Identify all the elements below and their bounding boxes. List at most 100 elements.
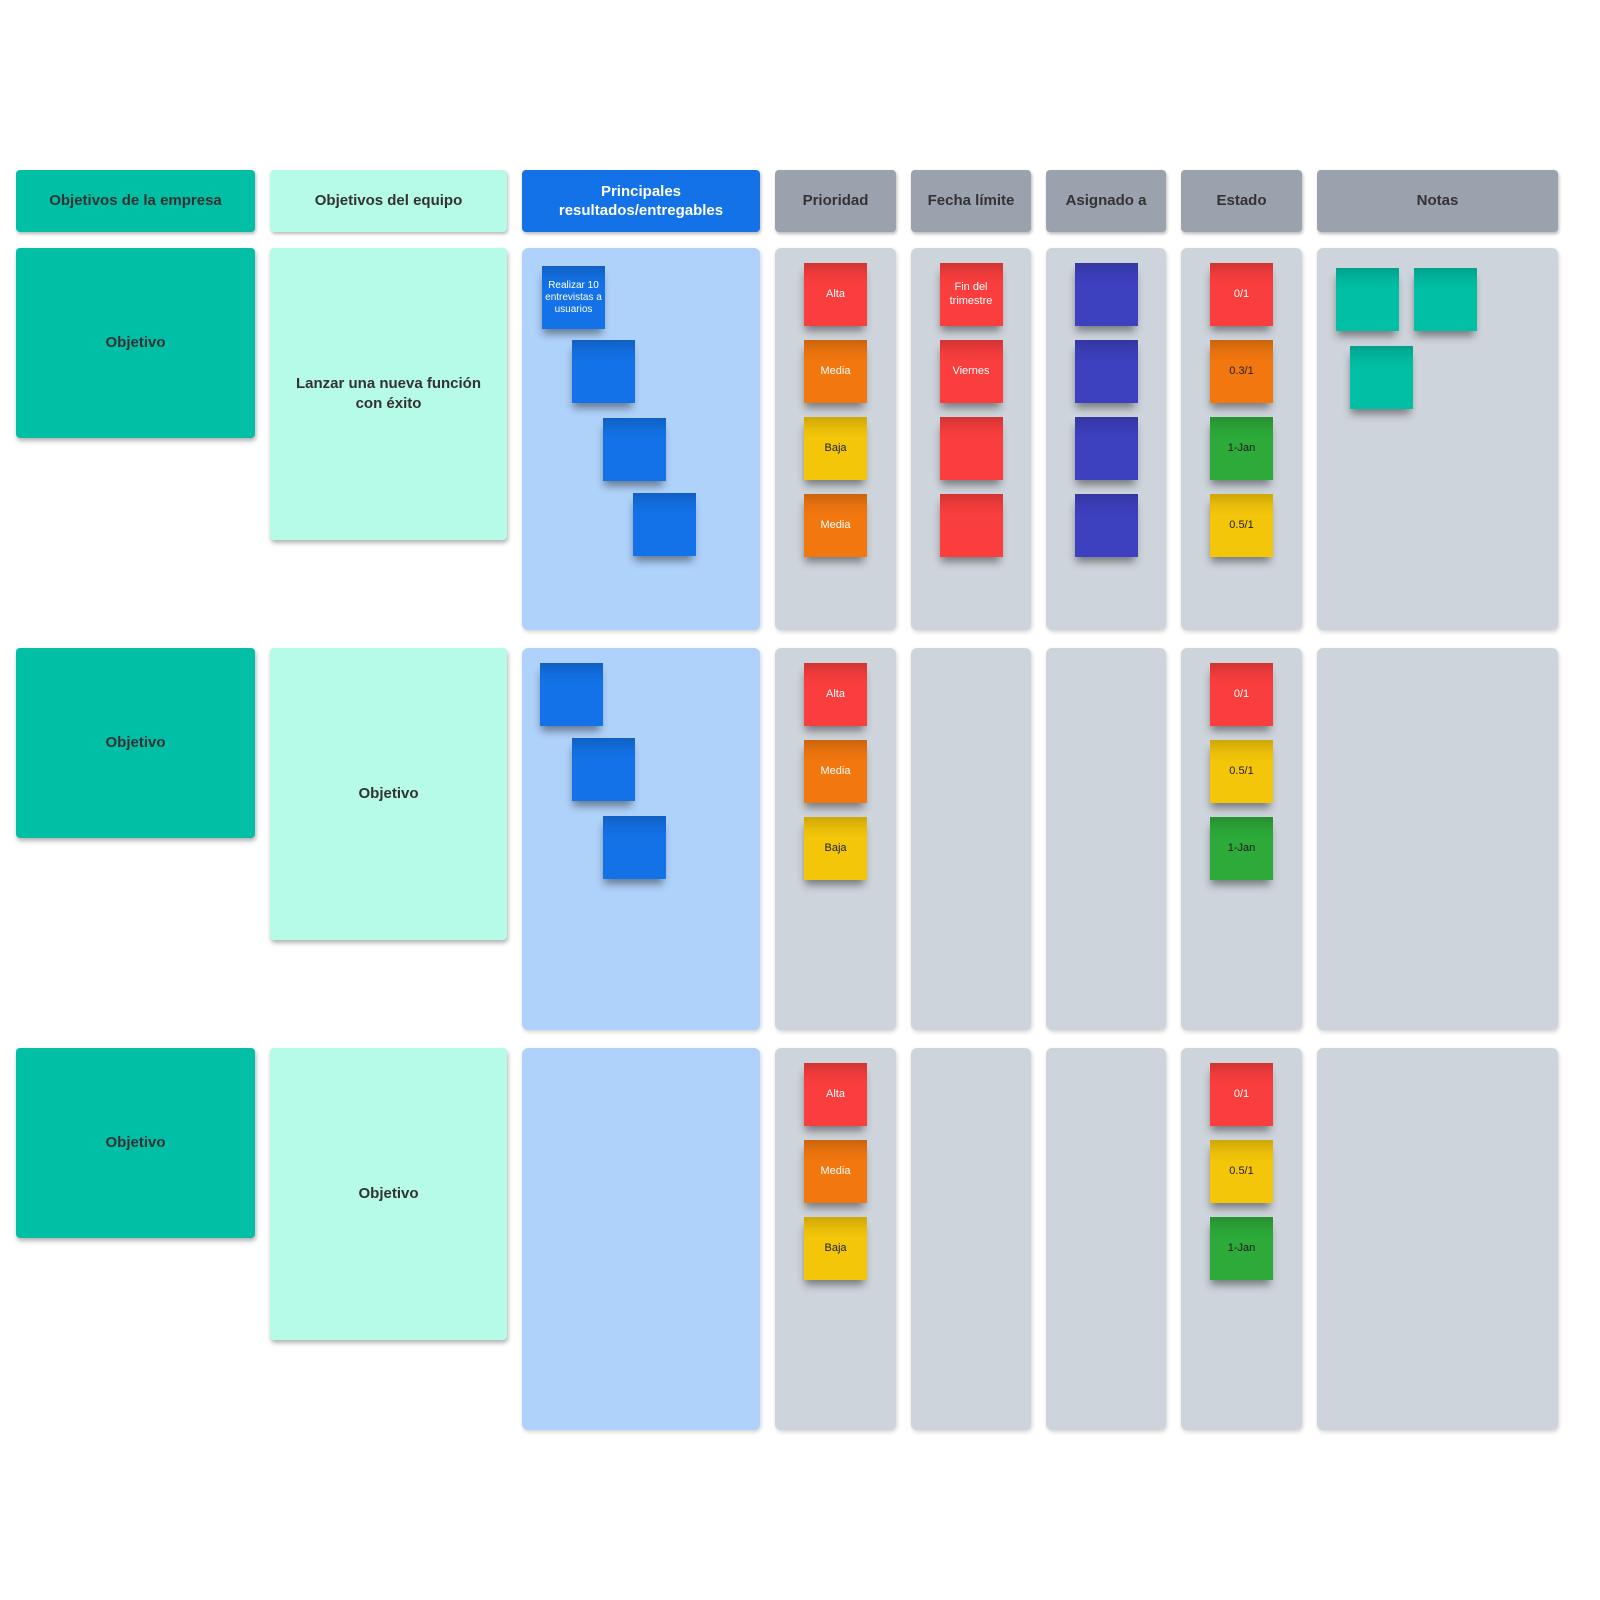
priority-note-text: Media xyxy=(820,1164,851,1177)
result-sticky-note[interactable] xyxy=(572,340,635,403)
board-row-3: Objetivo Objetivo Alta Media Baja 0/1 0.… xyxy=(16,1048,1600,1430)
status-container-row1[interactable]: 0/1 0.3/1 1-Jan 0.5/1 xyxy=(1181,248,1302,630)
header-fecha-limite[interactable]: Fecha límite xyxy=(911,170,1031,232)
priority-sticky-note[interactable]: Baja xyxy=(804,817,867,880)
cell-empresa-row3: Objetivo xyxy=(16,1048,255,1430)
result-sticky-note[interactable] xyxy=(603,418,666,481)
status-sticky-note[interactable]: 0/1 xyxy=(1210,663,1273,726)
results-container-row1[interactable]: Realizar 10 entrevistas a usuarios xyxy=(522,248,760,630)
assignee-sticky-note[interactable] xyxy=(1074,340,1138,403)
result-sticky-note[interactable] xyxy=(633,493,696,556)
header-prioridad[interactable]: Prioridad xyxy=(775,170,896,232)
cell-empresa-row2: Objetivo xyxy=(16,648,255,1030)
team-objective-card-row1[interactable]: Lanzar una nueva función con éxito xyxy=(270,248,507,540)
priority-sticky-note[interactable]: Alta xyxy=(804,263,867,326)
company-objective-card-row1[interactable]: Objetivo xyxy=(16,248,255,438)
team-objective-card-row2[interactable]: Objetivo xyxy=(270,648,507,940)
status-container-row3[interactable]: 0/1 0.5/1 1-Jan xyxy=(1181,1048,1302,1430)
duedate-sticky-note[interactable]: Fin del trimestre xyxy=(939,263,1003,326)
notes-container-row2[interactable] xyxy=(1317,648,1558,1030)
priority-note-text: Alta xyxy=(826,287,845,300)
header-asignado-a[interactable]: Asignado a xyxy=(1046,170,1166,232)
notes-sticky-note[interactable] xyxy=(1350,346,1413,409)
duedate-container-row3[interactable] xyxy=(911,1048,1031,1430)
status-sticky-note[interactable]: 0/1 xyxy=(1210,1063,1273,1126)
status-sticky-note[interactable]: 0.5/1 xyxy=(1210,494,1273,557)
priority-sticky-note[interactable]: Media xyxy=(804,1140,867,1203)
notes-container-row3[interactable] xyxy=(1317,1048,1558,1430)
priority-sticky-note[interactable]: Baja xyxy=(804,1217,867,1280)
status-note-text: 0.5/1 xyxy=(1229,1164,1254,1177)
assignee-container-row3[interactable] xyxy=(1046,1048,1166,1430)
priority-note-text: Media xyxy=(820,764,851,777)
priority-container-row3[interactable]: Alta Media Baja xyxy=(775,1048,896,1430)
result-note-text: Realizar 10 entrevistas a usuarios xyxy=(545,279,602,315)
assignee-container-row2[interactable] xyxy=(1046,648,1166,1030)
header-estado[interactable]: Estado xyxy=(1181,170,1302,232)
status-sticky-note[interactable]: 0/1 xyxy=(1210,263,1273,326)
priority-sticky-note[interactable]: Alta xyxy=(804,663,867,726)
board-row-2: Objetivo Objetivo Alta Media Baja 0/1 0.… xyxy=(16,648,1600,1030)
cell-equipo-row3: Objetivo xyxy=(270,1048,507,1430)
company-objective-card-row3[interactable]: Objetivo xyxy=(16,1048,255,1238)
assignee-container-row1[interactable] xyxy=(1046,248,1166,630)
team-objective-label: Objetivo xyxy=(358,784,419,802)
status-sticky-note[interactable]: 1-Jan xyxy=(1210,1217,1273,1280)
duedate-sticky-note[interactable]: Viernes xyxy=(939,340,1003,403)
status-note-text: 0/1 xyxy=(1233,1087,1250,1100)
assignee-sticky-note[interactable] xyxy=(1074,263,1138,326)
priority-note-text: Baja xyxy=(824,441,847,454)
assignee-sticky-note[interactable] xyxy=(1074,417,1138,480)
team-objective-label: Objetivo xyxy=(358,1184,419,1202)
priority-note-text: Baja xyxy=(824,841,847,854)
status-sticky-note[interactable]: 1-Jan xyxy=(1210,817,1273,880)
cell-empresa-row1: Objetivo xyxy=(16,248,255,630)
priority-sticky-note[interactable]: Media xyxy=(804,740,867,803)
priority-sticky-note[interactable]: Media xyxy=(804,340,867,403)
status-container-row2[interactable]: 0/1 0.5/1 1-Jan xyxy=(1181,648,1302,1030)
duedate-container-row1[interactable]: Fin del trimestre Viernes xyxy=(911,248,1031,630)
duedate-note-text: Viernes xyxy=(952,364,990,377)
result-sticky-note[interactable] xyxy=(572,738,635,801)
duedate-sticky-note[interactable] xyxy=(939,494,1003,557)
status-note-text: 0/1 xyxy=(1233,287,1250,300)
duedate-sticky-note[interactable] xyxy=(939,417,1003,480)
company-objective-label: Objetivo xyxy=(105,1133,166,1151)
notes-container-row1[interactable] xyxy=(1317,248,1558,630)
cell-equipo-row1: Lanzar una nueva función con éxito xyxy=(270,248,507,630)
status-sticky-note[interactable]: 0.3/1 xyxy=(1210,340,1273,403)
header-principales-resultados[interactable]: Principales resultados/entregables xyxy=(522,170,760,232)
status-note-text: 0.5/1 xyxy=(1229,518,1254,531)
board-header-row: Objetivos de la empresa Objetivos del eq… xyxy=(16,170,1600,232)
status-sticky-note[interactable]: 0.5/1 xyxy=(1210,740,1273,803)
duedate-container-row2[interactable] xyxy=(911,648,1031,1030)
result-sticky-note[interactable] xyxy=(540,663,603,726)
results-container-row2[interactable] xyxy=(522,648,760,1030)
status-note-text: 1-Jan xyxy=(1227,441,1256,454)
results-container-row3[interactable] xyxy=(522,1048,760,1430)
team-objective-card-row3[interactable]: Objetivo xyxy=(270,1048,507,1340)
notes-sticky-note[interactable] xyxy=(1414,268,1477,331)
assignee-sticky-note[interactable] xyxy=(1074,494,1138,557)
header-objetivos-empresa[interactable]: Objetivos de la empresa xyxy=(16,170,255,232)
team-objective-label: Lanzar una nueva función con éxito xyxy=(295,374,482,412)
priority-sticky-note[interactable]: Alta xyxy=(804,1063,867,1126)
result-sticky-note[interactable]: Realizar 10 entrevistas a usuarios xyxy=(542,266,605,329)
priority-sticky-note[interactable]: Baja xyxy=(804,417,867,480)
status-note-text: 0/1 xyxy=(1233,687,1250,700)
priority-note-text: Alta xyxy=(826,687,845,700)
company-objective-card-row2[interactable]: Objetivo xyxy=(16,648,255,838)
priority-sticky-note[interactable]: Media xyxy=(804,494,867,557)
notes-sticky-note[interactable] xyxy=(1336,268,1399,331)
priority-container-row2[interactable]: Alta Media Baja xyxy=(775,648,896,1030)
status-sticky-note[interactable]: 1-Jan xyxy=(1210,417,1273,480)
company-objective-label: Objetivo xyxy=(105,333,166,351)
status-note-text: 1-Jan xyxy=(1227,1241,1256,1254)
header-objetivos-equipo[interactable]: Objetivos del equipo xyxy=(270,170,507,232)
header-notas[interactable]: Notas xyxy=(1317,170,1558,232)
priority-note-text: Alta xyxy=(826,1087,845,1100)
status-sticky-note[interactable]: 0.5/1 xyxy=(1210,1140,1273,1203)
result-sticky-note[interactable] xyxy=(603,816,666,879)
status-note-text: 1-Jan xyxy=(1227,841,1256,854)
priority-container-row1[interactable]: Alta Media Baja Media xyxy=(775,248,896,630)
